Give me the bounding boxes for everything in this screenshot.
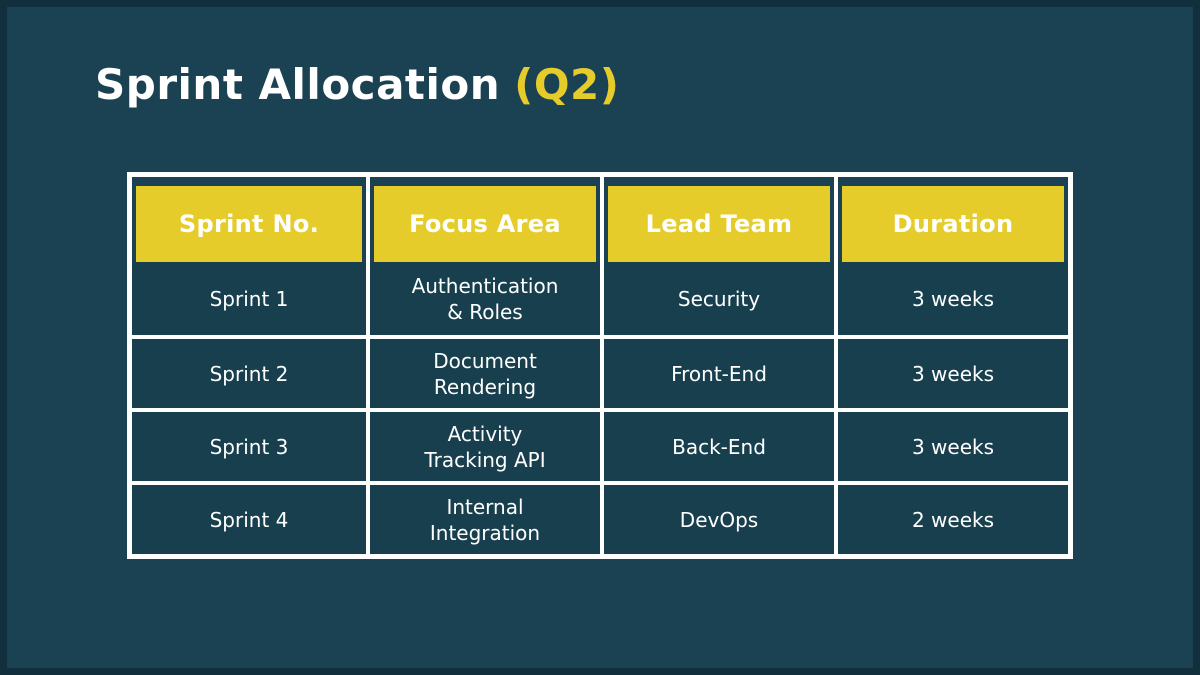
cell-sprint-no: Sprint 4 bbox=[132, 485, 366, 554]
cell-sprint-no: Sprint 1 bbox=[132, 262, 366, 335]
cell-lead-team: Front-End bbox=[600, 339, 834, 408]
header-cell-duration: Duration bbox=[834, 177, 1068, 262]
cell-lead-team: DevOps bbox=[600, 485, 834, 554]
cell-sprint-no: Sprint 3 bbox=[132, 412, 366, 481]
cell-lead-team: Back-End bbox=[600, 412, 834, 481]
table-header-row: Sprint No. Focus Area Lead Team Duration bbox=[132, 177, 1068, 262]
header-cell-focus-area: Focus Area bbox=[366, 177, 600, 262]
cell-lead-team: Security bbox=[600, 262, 834, 335]
cell-duration: 3 weeks bbox=[834, 262, 1068, 335]
page-title-text: Sprint Allocation bbox=[95, 60, 501, 109]
cell-focus-area: Authentication & Roles bbox=[366, 262, 600, 335]
table-row: Sprint 1 Authentication & Roles Security… bbox=[132, 262, 1068, 335]
table-row: Sprint 2 Document Rendering Front-End 3 … bbox=[132, 335, 1068, 408]
sprint-allocation-table: Sprint No. Focus Area Lead Team Duration… bbox=[127, 172, 1073, 559]
page-title: Sprint Allocation (Q2) bbox=[95, 60, 619, 109]
cell-duration: 2 weeks bbox=[834, 485, 1068, 554]
header-cell-lead-team: Lead Team bbox=[600, 177, 834, 262]
header-cell-sprint-no: Sprint No. bbox=[132, 177, 366, 262]
cell-focus-area: Document Rendering bbox=[366, 339, 600, 408]
header-label-duration: Duration bbox=[842, 186, 1064, 262]
page-title-quarter: (Q2) bbox=[514, 60, 620, 109]
cell-focus-area: Internal Integration bbox=[366, 485, 600, 554]
header-label-lead-team: Lead Team bbox=[608, 186, 830, 262]
cell-sprint-no: Sprint 2 bbox=[132, 339, 366, 408]
cell-duration: 3 weeks bbox=[834, 339, 1068, 408]
header-label-sprint-no: Sprint No. bbox=[136, 186, 362, 262]
table-row: Sprint 3 Activity Tracking API Back-End … bbox=[132, 408, 1068, 481]
header-label-focus-area: Focus Area bbox=[374, 186, 596, 262]
table-row: Sprint 4 Internal Integration DevOps 2 w… bbox=[132, 481, 1068, 554]
cell-duration: 3 weeks bbox=[834, 412, 1068, 481]
cell-focus-area: Activity Tracking API bbox=[366, 412, 600, 481]
